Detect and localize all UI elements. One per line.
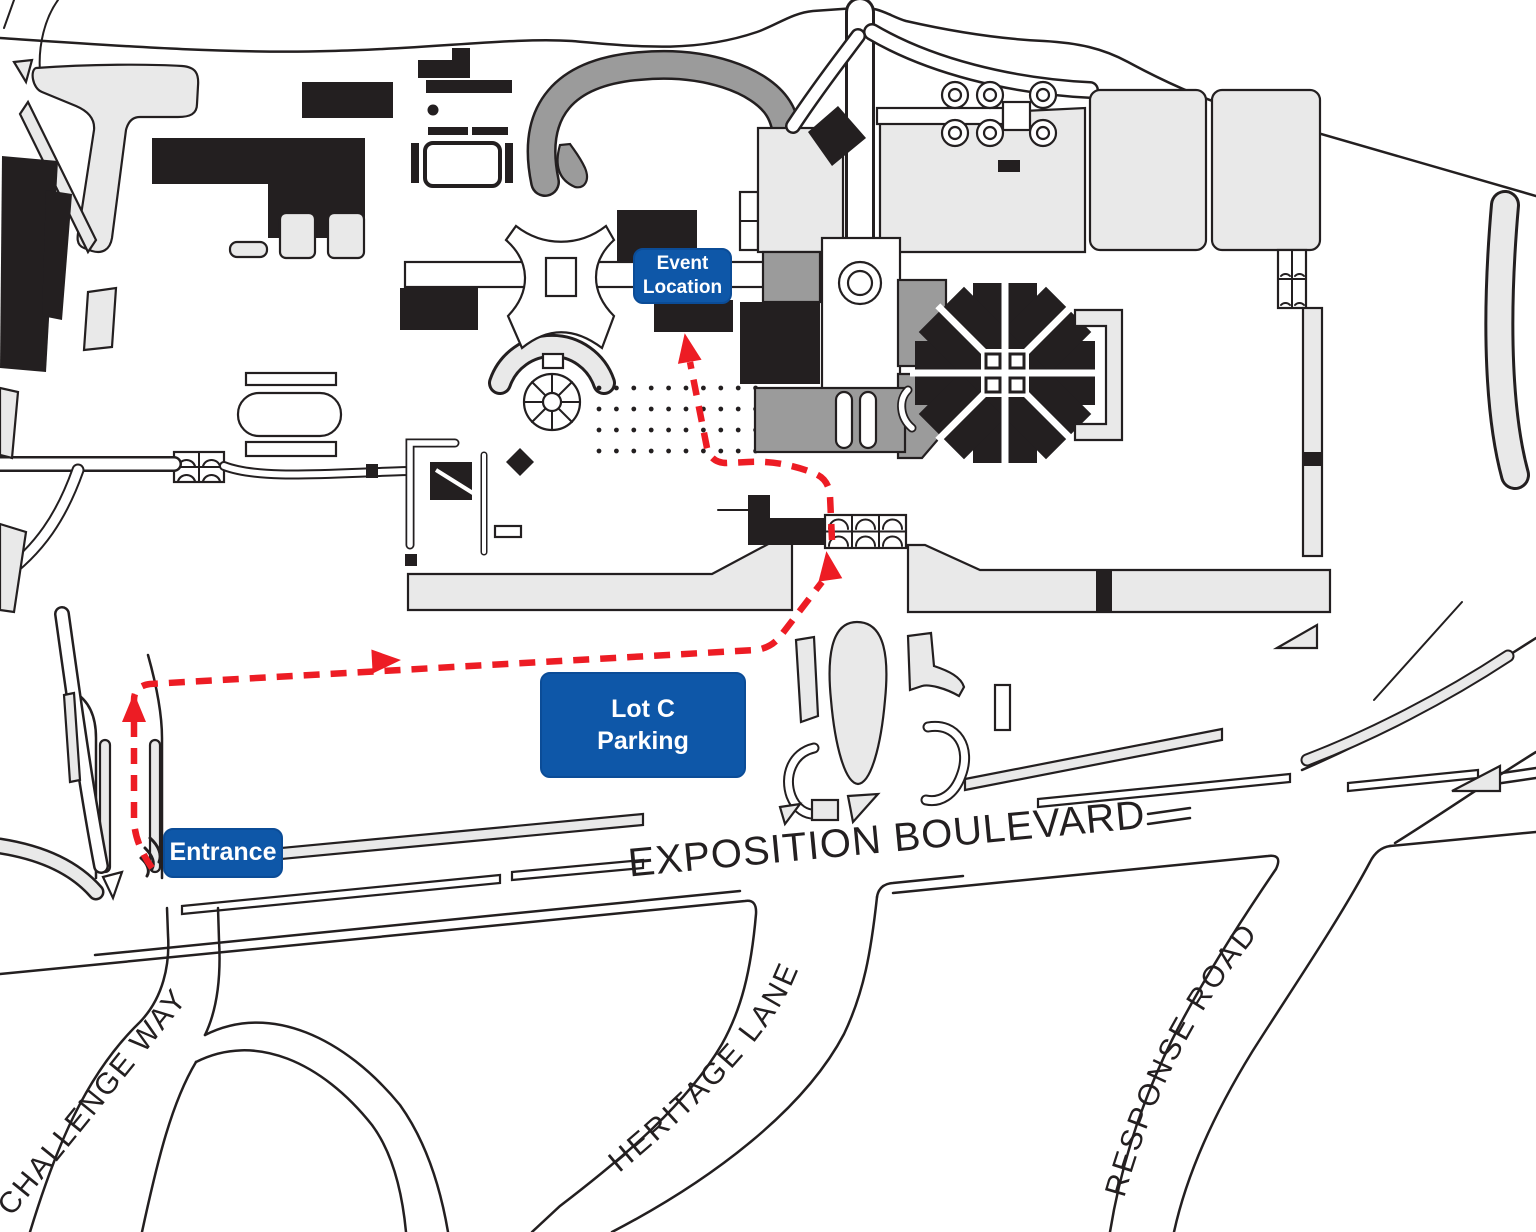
challenge-way-label: CHALLENGE WAY bbox=[0, 982, 194, 1221]
diamond-building bbox=[808, 106, 866, 166]
path-line bbox=[1373, 601, 1463, 701]
ramp-median bbox=[1487, 193, 1527, 487]
oval-plaza bbox=[236, 371, 343, 458]
sunburst-fountain bbox=[488, 333, 616, 432]
entrance-driveway bbox=[54, 606, 164, 901]
swoosh-building bbox=[526, 50, 804, 197]
dotted-plaza bbox=[596, 385, 760, 454]
lawn-sliver bbox=[18, 99, 98, 255]
svg-text:RESPONSE ROAD: RESPONSE ROAD bbox=[1099, 916, 1265, 1200]
campus-area bbox=[0, 0, 1536, 701]
streets bbox=[0, 606, 1536, 1232]
walkway-west bbox=[406, 540, 794, 612]
armory-building bbox=[820, 236, 902, 404]
svg-text:HERITAGE LANE: HERITAGE LANE bbox=[602, 956, 806, 1178]
challenge-way-road bbox=[28, 906, 450, 1232]
gate-building bbox=[748, 495, 825, 545]
exposition-boulevard-label: EXPOSITION BOULEVARD bbox=[626, 793, 1147, 886]
entrance-marker: Entrance bbox=[163, 828, 283, 878]
amphitheater-block bbox=[753, 386, 907, 454]
event-location-line2: Location bbox=[642, 277, 723, 298]
heritage-intersection-islands bbox=[778, 620, 1012, 827]
lawn-area bbox=[31, 63, 200, 254]
route-arrow-up-event bbox=[677, 333, 702, 364]
entrance-label: Entrance bbox=[169, 838, 277, 867]
route-dashed-path-south bbox=[130, 580, 825, 870]
black-hall bbox=[740, 302, 820, 384]
garden-bracket bbox=[1073, 308, 1124, 442]
route-dashed-path-north bbox=[686, 361, 836, 541]
buildings-west bbox=[0, 48, 513, 372]
main-crosswalk bbox=[823, 513, 908, 550]
corner-island bbox=[12, 58, 34, 85]
parking-structures-east bbox=[1088, 88, 1322, 252]
fountain-circles-plaza bbox=[875, 80, 1058, 172]
rose-garden-pinwheel bbox=[910, 278, 1100, 468]
lot-c-parking-marker: Lot C Parking bbox=[540, 672, 746, 778]
lot-c-line1: Lot C bbox=[611, 694, 675, 723]
pavilion-core bbox=[544, 256, 578, 298]
driving-route bbox=[122, 333, 843, 870]
route-arrow-up-crosswalk bbox=[818, 551, 843, 582]
buildings-center bbox=[405, 448, 534, 566]
route-arrow-up-entrance bbox=[122, 693, 146, 722]
walkway-east bbox=[906, 543, 1332, 614]
east-crosswalk bbox=[1276, 248, 1308, 310]
event-location-line1: Event bbox=[656, 253, 709, 275]
gray-hall bbox=[761, 250, 822, 304]
heritage-lane-label: HERITAGE LANE bbox=[602, 956, 803, 1178]
response-road-label: RESPONSE ROAD bbox=[1099, 916, 1262, 1200]
west-crosswalk bbox=[172, 450, 226, 484]
route-arrow-right bbox=[371, 649, 401, 674]
lot-c-line2: Parking bbox=[597, 727, 689, 755]
east-walk-strip bbox=[1301, 306, 1324, 558]
park-boundary-line bbox=[0, 6, 1536, 198]
median-strip-center bbox=[963, 727, 1224, 792]
event-location-marker: Event Location bbox=[633, 248, 732, 304]
